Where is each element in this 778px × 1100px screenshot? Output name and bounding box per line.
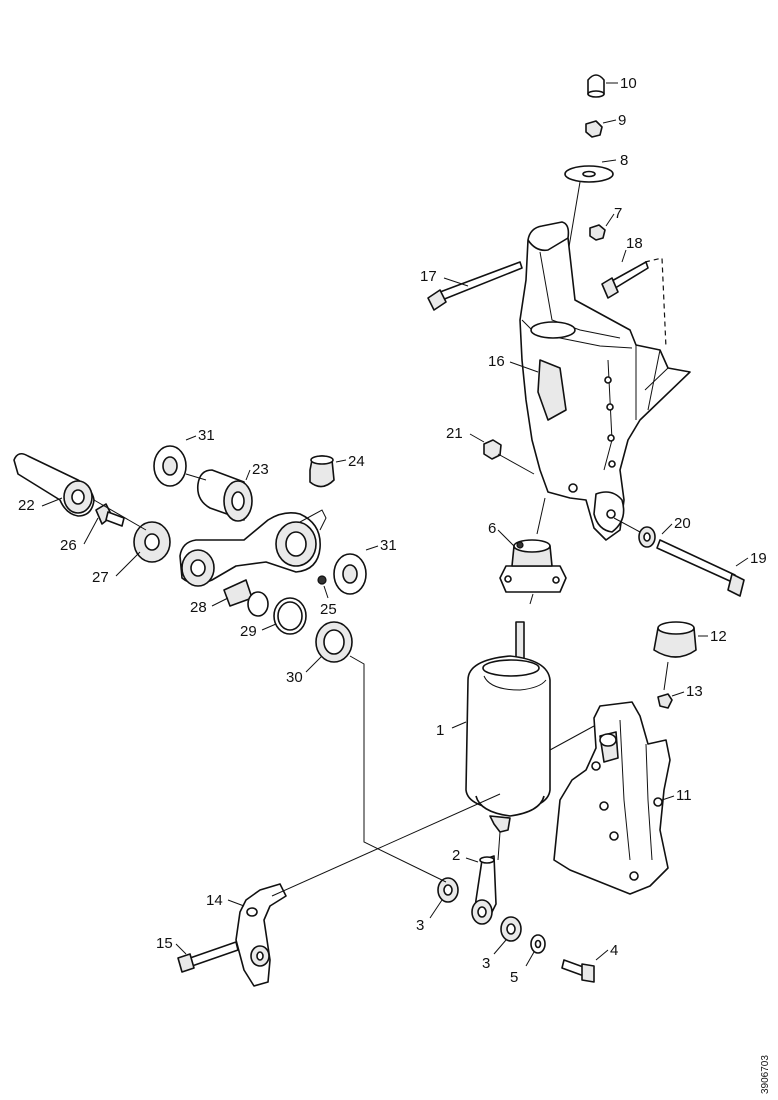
callout-19: 19 xyxy=(750,550,767,567)
callout-30: 30 xyxy=(286,669,303,686)
part-18-bolt xyxy=(601,261,649,299)
callout-17: 17 xyxy=(420,268,437,285)
part-13-nut xyxy=(657,693,673,709)
callout-31: 31 xyxy=(198,427,215,444)
part-20-washer xyxy=(638,526,656,548)
callout-8: 8 xyxy=(620,152,628,169)
callout-3: 3 xyxy=(482,955,490,972)
callout-24: 24 xyxy=(348,453,365,470)
part-3-bushing-right xyxy=(500,916,522,942)
callout-labels: 1 2 3 3 4 5 6 7 8 9 10 11 12 13 14 15 16… xyxy=(18,75,767,986)
part-17-bolt xyxy=(427,261,523,311)
part-2-link-rod xyxy=(471,855,497,925)
part-4-bolt xyxy=(561,959,595,983)
callout-28: 28 xyxy=(190,599,207,616)
callout-29: 29 xyxy=(240,623,257,640)
callout-25: 25 xyxy=(320,601,337,618)
part-6-mount xyxy=(499,497,567,605)
callout-1: 1 xyxy=(436,722,444,739)
part-30-seal xyxy=(315,621,353,663)
part-3-bushing-left xyxy=(437,877,459,903)
arm-assembly xyxy=(13,445,367,663)
part-7-nut xyxy=(589,224,606,241)
part-19-bolt xyxy=(656,539,745,597)
part-26-bolt xyxy=(95,503,125,527)
callout-26: 26 xyxy=(60,537,77,554)
callout-21: 21 xyxy=(446,425,463,442)
part-23-bushing xyxy=(196,469,253,522)
callout-31: 31 xyxy=(380,537,397,554)
part-27-bushing xyxy=(133,521,171,563)
callout-7: 7 xyxy=(614,205,622,222)
callout-27: 27 xyxy=(92,569,109,586)
assembly-lines xyxy=(93,473,501,897)
part-16-bracket xyxy=(519,221,691,541)
callout-13: 13 xyxy=(686,683,703,700)
part-21-nut xyxy=(483,439,502,460)
callout-20: 20 xyxy=(674,515,691,532)
callout-18: 18 xyxy=(626,235,643,252)
callout-12: 12 xyxy=(710,628,727,645)
part-8-washer xyxy=(564,165,614,183)
part-1-air-spring xyxy=(465,621,595,861)
part-31-washer-upper xyxy=(153,445,187,487)
lever-arm xyxy=(179,509,327,587)
part-24-cap xyxy=(309,455,335,488)
part-31-washer-lower xyxy=(333,553,367,595)
part-14-lower-bracket xyxy=(235,883,287,987)
callout-15: 15 xyxy=(156,935,173,952)
callout-4: 4 xyxy=(610,942,618,959)
part-22-rod-end xyxy=(13,452,95,517)
callout-6: 6 xyxy=(488,520,496,537)
callout-3: 3 xyxy=(416,917,424,934)
callout-2: 2 xyxy=(452,847,460,864)
callout-16: 16 xyxy=(488,353,505,370)
callout-14: 14 xyxy=(206,892,223,909)
callout-10: 10 xyxy=(620,75,637,92)
part-15-bolt xyxy=(177,941,239,973)
callout-11: 11 xyxy=(676,787,692,804)
bracket-assembly xyxy=(427,74,745,597)
callout-23: 23 xyxy=(252,461,269,478)
part-11-bracket xyxy=(553,701,671,895)
leader-lines xyxy=(41,82,749,967)
drawing-reference-code: 3906703 xyxy=(760,1055,771,1094)
callout-9: 9 xyxy=(618,112,626,129)
callout-22: 22 xyxy=(18,497,35,514)
callout-5: 5 xyxy=(510,969,518,986)
part-10-cap xyxy=(587,74,605,98)
part-9-nut xyxy=(585,120,603,138)
part-25-nut xyxy=(317,575,327,585)
part-28-bushing xyxy=(223,579,269,617)
part-29-ring xyxy=(273,597,307,635)
part-12-bump-stop xyxy=(653,621,697,691)
part-5-washer xyxy=(530,934,546,954)
